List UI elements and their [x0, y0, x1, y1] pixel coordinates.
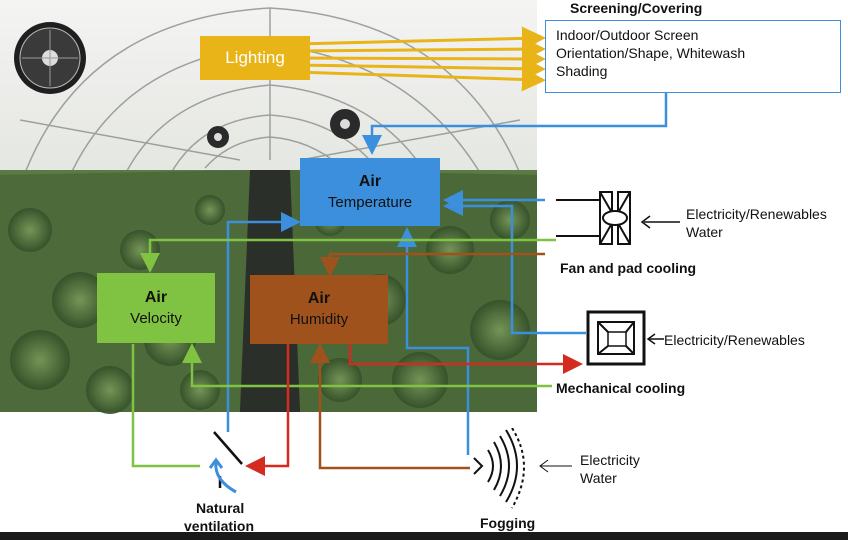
mechanical-to-temperature-arrow [443, 196, 586, 335]
fogging-to-temperature-arrow [397, 227, 470, 455]
mechanical-to-velocity-arrow [182, 343, 552, 388]
humidity-to-ventilation-arrow [245, 344, 290, 476]
lighting-label: Lighting [225, 47, 285, 67]
photo-fan-small-right [330, 109, 360, 139]
lighting-arrows [295, 26, 546, 92]
fanpad-input-line-1: Electricity/Renewables [686, 206, 827, 222]
photo-fan-small-left [207, 126, 229, 148]
air-temperature-line-2: Temperature [327, 193, 413, 211]
air-humidity-box: Air Humidity [250, 275, 388, 344]
fog-nozzle-icon [473, 428, 525, 509]
photo-fan-large [14, 22, 86, 94]
air-velocity-line-1: Air [144, 288, 168, 306]
ventilation-to-temperature-arrow [226, 212, 301, 432]
fogging-input-arrowhead [539, 459, 549, 473]
fan-pad-cooler-icon [556, 191, 631, 245]
humidity-to-mechanical-arrow [348, 344, 583, 374]
air-conditioner-icon [586, 310, 646, 366]
mechanical-title: Mechanical cooling [556, 380, 686, 396]
fanpad-to-humidity-arrow [320, 252, 545, 277]
fogging-to-humidity-arrow [310, 343, 470, 470]
fogging-input-line-1: Electricity [580, 452, 640, 468]
mechanical-input-arrowhead [646, 333, 656, 345]
screening-box: Indoor/Outdoor Screen Orientation/Shape,… [545, 20, 841, 93]
screening-heading: Screening/Covering [570, 0, 703, 16]
fanpad-input-arrowhead [640, 215, 651, 229]
fanpad-input-line-2: Water [686, 224, 723, 240]
screening-line-2: Orientation/Shape, Whitewash [556, 44, 746, 61]
air-temperature-line-1: Air [358, 172, 382, 190]
fanpad-to-velocity-arrow [140, 238, 556, 273]
air-velocity-line-2: Velocity [130, 309, 182, 327]
ventilation-title-line-1: Natural [196, 500, 245, 516]
vent-flap-icon [208, 431, 243, 494]
air-velocity-box: Air Velocity [97, 273, 215, 343]
air-temperature-box: Air Temperature [300, 158, 440, 226]
ventilation-to-velocity-line [131, 344, 200, 468]
screening-to-temperature-arrow [362, 93, 668, 155]
fogging-input-line-2: Water [580, 470, 617, 486]
ventilation-title-line-2: ventilation [184, 518, 255, 534]
air-humidity-line-1: Air [307, 290, 331, 308]
fanpad-title: Fan and pad cooling [560, 260, 697, 276]
air-humidity-line-2: Humidity [289, 311, 349, 329]
lighting-box: Lighting [200, 36, 310, 80]
screening-line-1: Indoor/Outdoor Screen [556, 27, 699, 43]
fogging-title: Fogging [480, 515, 536, 531]
screening-line-3: Shading [556, 62, 608, 79]
mechanical-input: Electricity/Renewables [664, 332, 805, 348]
